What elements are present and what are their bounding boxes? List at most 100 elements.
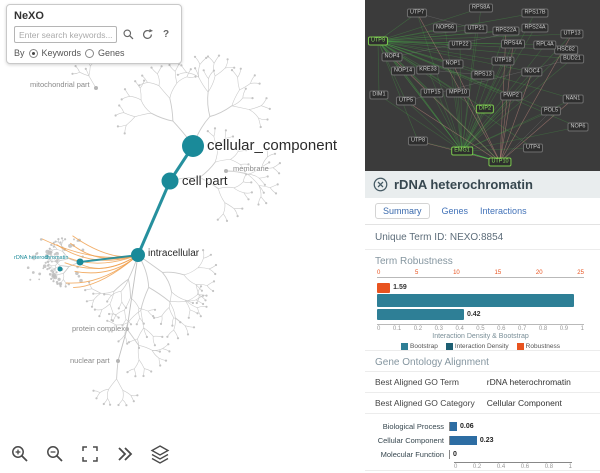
- bar-biological-process: [450, 421, 458, 431]
- gene-node-noc4[interactable]: NOC4: [521, 67, 543, 77]
- search-input[interactable]: [14, 26, 117, 43]
- gene-node-utp8[interactable]: UTP8: [407, 136, 429, 146]
- bottom-axis-tick: 0.1: [392, 326, 402, 332]
- tree-node-nuclear-part[interactable]: nuclear part: [70, 356, 110, 365]
- gene-node-utp13[interactable]: UTP13: [560, 29, 584, 39]
- go-axis-tick: 0.2: [472, 464, 482, 470]
- radio-label-keywords[interactable]: Keywords: [41, 48, 82, 58]
- legend-item-robustness: Robustness: [516, 343, 560, 350]
- help-button[interactable]: ?: [158, 27, 174, 43]
- biological-process-heading: Biological Process: [365, 470, 600, 473]
- legend-swatch: [516, 343, 524, 350]
- close-button[interactable]: [373, 177, 388, 192]
- gene-node-utp4[interactable]: UTP4: [522, 143, 544, 153]
- gene-node-nop1[interactable]: NOP1: [442, 59, 464, 69]
- tree-node-rdna-heterochromatin[interactable]: rDNA heterochromatin: [14, 255, 69, 261]
- bar-value-label: 0.06: [460, 422, 474, 430]
- radio-label-genes[interactable]: Genes: [98, 48, 125, 58]
- zoom-in-button[interactable]: [8, 443, 32, 467]
- legend-swatch: [445, 343, 453, 350]
- search-button[interactable]: [120, 27, 136, 43]
- gene-node-utp15[interactable]: UTP15: [420, 88, 444, 98]
- tree-node-membrane[interactable]: membrane: [233, 164, 269, 173]
- go-axis-tick: 0.6: [520, 464, 530, 470]
- gene-node-emg1[interactable]: EMG1: [451, 146, 473, 156]
- gene-node-rps8a[interactable]: RPS8A: [468, 3, 494, 13]
- by-label: By: [14, 48, 25, 58]
- bottom-axis-tick: 0.4: [455, 326, 464, 332]
- gene-node-nop4[interactable]: NOP4: [381, 52, 403, 62]
- x-axis-label: Interaction Density & Bootstrap: [432, 333, 529, 340]
- gene-node-utp5[interactable]: UTP5: [395, 96, 417, 106]
- gene-node-rps22a[interactable]: RPS22A: [492, 26, 520, 36]
- gene-node-kre33[interactable]: KRE33: [416, 65, 440, 75]
- bar-value-label: 1.59: [393, 284, 407, 291]
- term-title: rDNA heterochromatin: [394, 177, 533, 192]
- gene-node-dim1[interactable]: DIM1: [369, 90, 389, 100]
- radio-keywords[interactable]: [28, 48, 38, 58]
- legend-swatch: [401, 343, 408, 350]
- gene-node-dip2[interactable]: DIP2: [475, 104, 495, 114]
- view-toolbar: [8, 443, 172, 467]
- bar-bootstrap: [377, 294, 574, 307]
- gene-node-nan1[interactable]: NAN1: [562, 94, 584, 104]
- bar-value-label: 0.23: [479, 436, 494, 444]
- bar-value-label: 0: [453, 450, 457, 458]
- tab-interactions[interactable]: Interactions: [480, 206, 527, 216]
- gene-node-utp22[interactable]: UTP22: [448, 40, 472, 50]
- tree-node-protein-complex[interactable]: protein complex: [72, 324, 125, 333]
- zoom-out-button[interactable]: [43, 443, 67, 467]
- help-icon: ?: [162, 29, 170, 40]
- gene-node-nop6[interactable]: NOP6: [567, 122, 589, 132]
- tree-node-cellular-component[interactable]: cellular_component: [207, 137, 338, 154]
- legend-item-bootstrap: Bootstrap: [401, 343, 438, 350]
- gene-node-nop56[interactable]: NOP56: [432, 23, 458, 33]
- gene-node-nop14[interactable]: NOP14: [390, 66, 416, 76]
- gene-node-hsc82[interactable]: HSC82: [554, 45, 578, 55]
- expand-branches-button[interactable]: [113, 443, 137, 467]
- gene-node-rps17b[interactable]: RPS17B: [521, 8, 549, 18]
- bottom-axis-tick: 0.8: [538, 326, 548, 332]
- tree-node-intracellular[interactable]: intracellular: [148, 248, 200, 259]
- tree-node-cell-part[interactable]: cell part: [182, 173, 228, 188]
- search-panel: NeXO ?: [6, 4, 182, 64]
- gene-node-rps24a[interactable]: RPS24A: [521, 23, 549, 33]
- gene-node-utp18[interactable]: UTP18: [491, 56, 515, 66]
- ontology-tree-canvas[interactable]: [0, 0, 365, 473]
- top-axis-tick: 20: [535, 270, 543, 276]
- go-row-key: Best Aligned GO Term: [375, 377, 459, 387]
- gene-node-bud21[interactable]: BUD21: [560, 54, 584, 64]
- gene-node-pwp2[interactable]: PWP2: [500, 91, 522, 101]
- gene-node-mpp10[interactable]: MPP10: [445, 88, 471, 98]
- go-chart-category: Molecular Function: [380, 449, 444, 459]
- fit-to-screen-button[interactable]: [78, 443, 102, 467]
- gene-node-pol5[interactable]: POL5: [540, 106, 562, 116]
- top-axis-tick: 10: [453, 270, 460, 276]
- bottom-axis-tick: 0.7: [518, 326, 527, 332]
- legend-item-interaction-density: Interaction Density: [445, 343, 509, 350]
- app-title: NeXO: [14, 10, 44, 22]
- gene-node-utp7[interactable]: UTP7: [406, 8, 428, 18]
- detail-header: rDNA heterochromatin: [365, 171, 600, 198]
- bar-value-label: 0.42: [466, 310, 481, 318]
- go-axis-tick: 0: [454, 464, 458, 470]
- gene-node-rps4a[interactable]: RPS4A: [500, 39, 526, 49]
- gene-node-utp9[interactable]: UTP9: [367, 36, 389, 46]
- fit-to-screen-icon: [82, 446, 98, 462]
- tree-node-mitochondrial-part[interactable]: mitochondrial part: [30, 80, 90, 89]
- reset-search-button[interactable]: [139, 27, 155, 43]
- gene-node-rpl4a[interactable]: RPL4A: [533, 40, 557, 50]
- radio-genes[interactable]: [85, 48, 95, 58]
- gene-node-utp21[interactable]: UTP21: [464, 24, 488, 34]
- gene-node-utp10[interactable]: UTP10: [488, 157, 512, 167]
- tab-summary[interactable]: Summary: [375, 203, 430, 219]
- tab-genes[interactable]: Genes: [441, 206, 469, 216]
- layers-button[interactable]: [148, 443, 172, 467]
- gene-node-rps13[interactable]: RPS13: [471, 70, 495, 80]
